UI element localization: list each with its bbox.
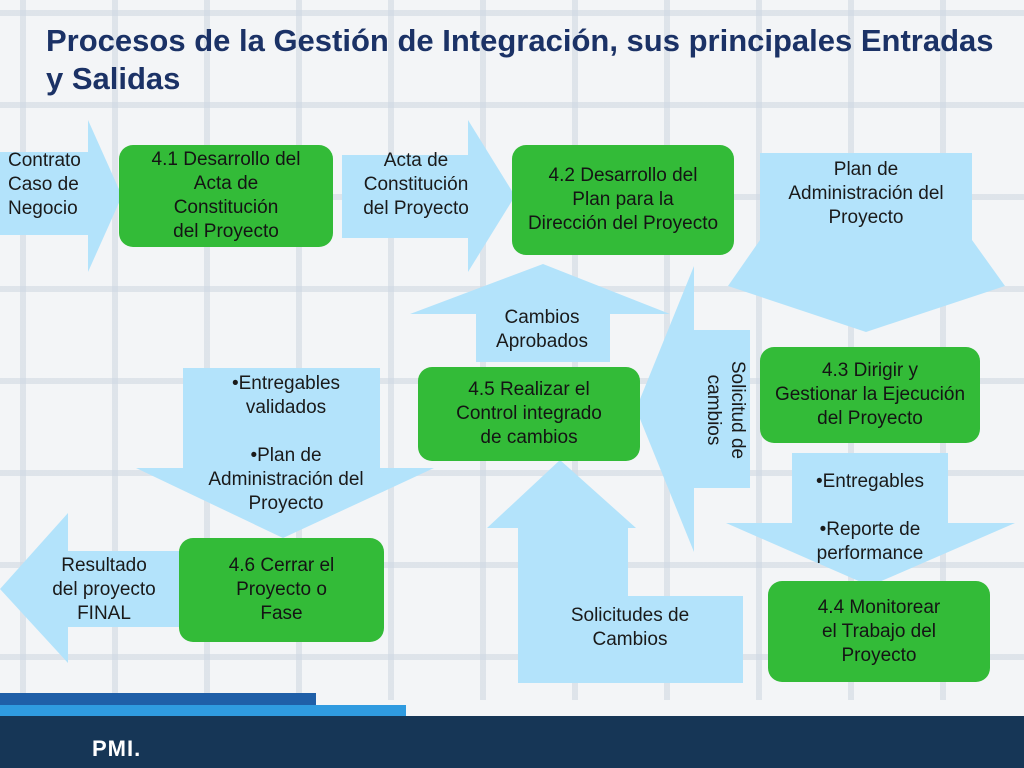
label-entregables-reporte: •Entregables •Reporte de performance — [815, 471, 925, 564]
arrow-contrato — [0, 120, 122, 272]
arrow-plan-admin — [728, 153, 1005, 332]
process-4-5: 4.5 Realizar el Control integrado de cam… — [418, 367, 640, 461]
label-acta: Acta de Constitución del Proyecto — [363, 150, 469, 219]
footer-stripe-dark — [0, 693, 316, 705]
process-4-6: 4.6 Cerrar el Proyecto o Fase — [179, 538, 384, 642]
label-solicitud-cambios: Solicitud de cambios — [703, 360, 748, 460]
arrow-resultado — [0, 513, 200, 663]
slide-title: Procesos de la Gestión de Integración, s… — [46, 23, 994, 96]
arrow-solicitudes-cambios — [487, 460, 743, 683]
label-contrato: Contrato Caso de Negocio — [8, 150, 81, 219]
footer-stripe-light — [0, 705, 406, 717]
arrow-cambios-aprobados — [410, 264, 670, 362]
flow-arrows — [0, 120, 1015, 683]
process-4-3: 4.3 Dirigir y Gestionar la Ejecución del… — [760, 347, 980, 443]
label-solicitudes-cambios: Solicitudes de Cambios — [570, 605, 690, 650]
label-entregables-validados: •Entregables validados •Plan de Administ… — [208, 373, 364, 514]
label-cambios-aprobados: Cambios Aprobados — [496, 307, 588, 352]
process-4-4: 4.4 Monitorear el Trabajo del Proyecto — [768, 581, 990, 682]
process-4-1: 4.1 Desarrollo del Acta de Constitución … — [119, 145, 333, 247]
label-resultado: Resultado del proyecto FINAL — [52, 555, 156, 624]
label-plan-admin: Plan de Administración del Proyecto — [788, 159, 944, 228]
arrow-entregables-reporte — [726, 453, 1015, 586]
arrow-entregables-validados — [136, 368, 434, 538]
arrow-acta — [342, 120, 515, 272]
arrow-solicitud-cambios — [636, 266, 750, 552]
footer-band — [0, 716, 1024, 768]
process-4-2: 4.2 Desarrollo del Plan para la Direcció… — [512, 145, 734, 255]
pmi-logo: PMI. — [92, 736, 142, 761]
